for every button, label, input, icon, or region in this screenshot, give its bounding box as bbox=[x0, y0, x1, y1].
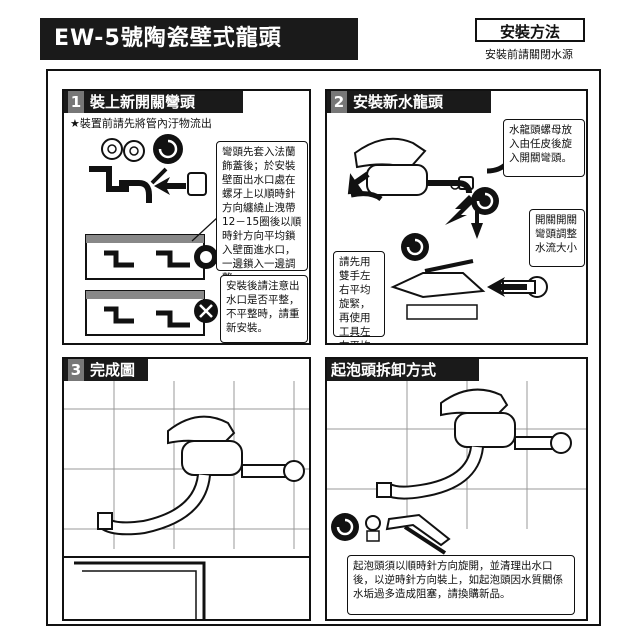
step-2-number: 2 bbox=[331, 91, 347, 113]
aerator-header: 起泡頭拆卸方式 bbox=[327, 359, 479, 381]
step-2-title: 安裝新水龍頭 bbox=[353, 93, 444, 111]
step-1-header: 1 裝上新開關彎頭 bbox=[64, 91, 243, 113]
step-1-title: 裝上新開關彎頭 bbox=[90, 93, 196, 111]
completed-faucet-illustration bbox=[64, 381, 309, 619]
elbow-installation-illustration bbox=[85, 134, 219, 336]
step-1-panel: 1 裝上新開關彎頭 ★裝置前請先將管內汙物流出 bbox=[62, 89, 311, 345]
aerator-removal-illustration bbox=[327, 381, 586, 555]
aerator-title: 起泡頭拆卸方式 bbox=[331, 361, 437, 379]
install-precaution: 安裝前請關閉水源 bbox=[485, 48, 573, 61]
step-2-nut-note: 水龍頭螺母放入由任皮後旋入開關彎頭。 bbox=[503, 119, 585, 177]
step-2-header: 2 安裝新水龍頭 bbox=[327, 91, 491, 113]
step-3-panel: 3 完成圖 bbox=[62, 357, 311, 621]
step-1-level-check-note: 安裝後請注意出水口是否平整，不平整時，請重新安裝。 bbox=[220, 275, 308, 343]
step-3-header: 3 完成圖 bbox=[64, 359, 148, 381]
document-title: EW-5號陶瓷壁式龍頭 bbox=[40, 18, 358, 60]
install-method-label: 安裝方法 bbox=[475, 18, 585, 42]
step-3-number: 3 bbox=[68, 359, 84, 381]
step-2-tightening-note: 請先用雙手左右平均旋緊，再使用工具左右平均迫緊。 bbox=[333, 251, 385, 343]
step-3-title: 完成圖 bbox=[90, 361, 136, 379]
aerator-instruction-note: 起泡頭須以順時針方向旋開，並清理出水口後，以逆時針方向裝上，如起泡頭因水質關係水… bbox=[347, 555, 575, 615]
step-1-number: 1 bbox=[68, 91, 84, 113]
step-1-star-note: ★裝置前請先將管內汙物流出 bbox=[70, 117, 212, 130]
step-1-threading-note: 彎頭先套入法蘭飾蓋後；於安裝壁面出水口處在螺牙上以順時針方向纏繞止洩帶12－15… bbox=[216, 141, 308, 284]
faucet-installation-illustration bbox=[347, 137, 548, 320]
step-2-adjust-note: 開關開關彎頭調整水流大小 bbox=[529, 209, 585, 267]
step-2-panel: 2 安裝新水龍頭 bbox=[325, 89, 588, 345]
instruction-sheet: 1 裝上新開關彎頭 ★裝置前請先將管內汙物流出 bbox=[46, 69, 601, 626]
aerator-panel: 起泡頭拆卸方式 起泡 bbox=[325, 357, 588, 621]
